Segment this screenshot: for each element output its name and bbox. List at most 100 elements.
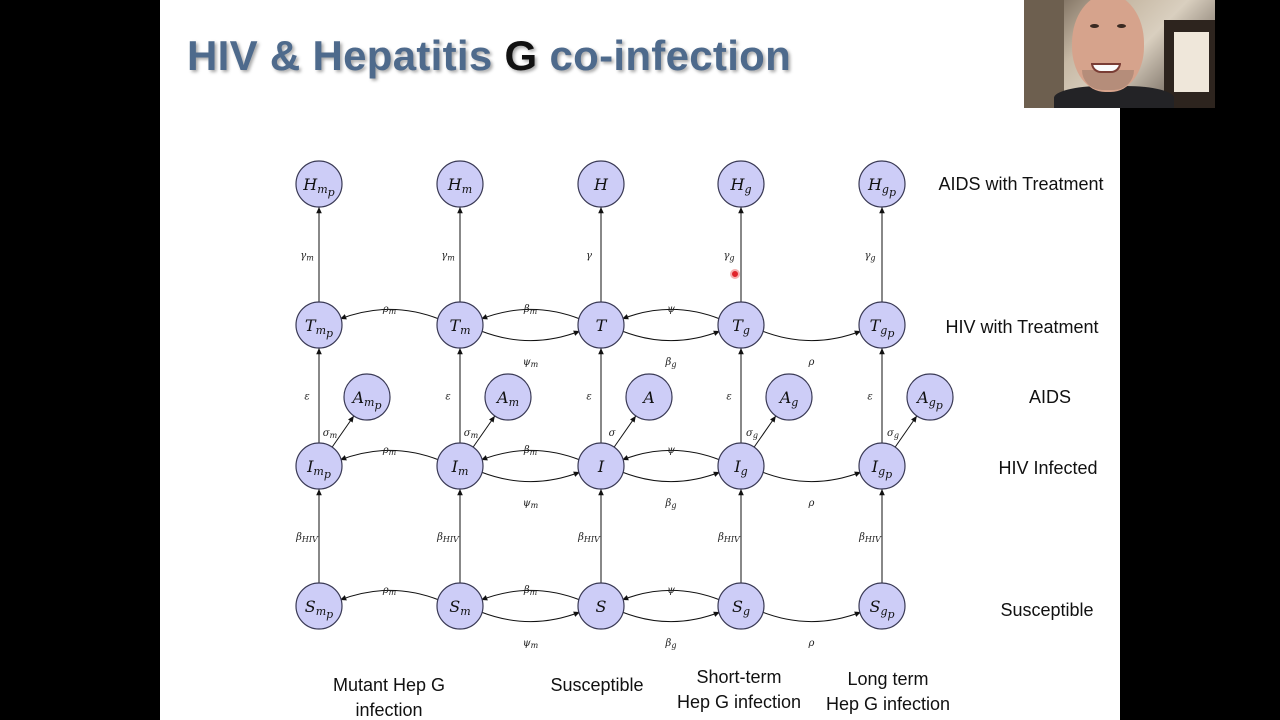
row-label-hiv-infected: HIV Infected	[998, 458, 1097, 478]
node-Sg: Sg	[717, 582, 765, 630]
edge-Sg-to-S: ψ	[621, 585, 721, 601]
slide-title: HIV & Hepatitis G co-infection	[187, 32, 791, 80]
edge-Tg-to-T: ψ	[621, 304, 721, 320]
title-text-1: HIV & Hepatitis	[187, 32, 505, 79]
slide: HIV & Hepatitis G co-infection γm γm γ γg γg…	[160, 0, 1120, 720]
edge-Tg-to-Hg: γg	[723, 207, 744, 302]
edge-arrow	[621, 449, 721, 461]
node-Hm: Hm	[436, 160, 484, 208]
node-circle	[436, 301, 484, 349]
edge-arrow	[480, 611, 581, 623]
edge-arrow	[621, 471, 721, 483]
edge-arrow	[894, 415, 918, 448]
node-circle	[295, 160, 343, 208]
edge-I-to-T: ε	[586, 348, 604, 443]
edge-rate-label: ψ	[667, 445, 675, 456]
edge-rate-label: βm	[523, 445, 538, 457]
edge-Tmp-to-Hmp: γm	[300, 207, 322, 302]
edge-Sm-to-Im: βHIV	[436, 489, 463, 583]
edge-arrow	[339, 308, 440, 320]
node-Imp: Imp	[295, 442, 343, 490]
edge-I-to-A: σ	[609, 415, 637, 448]
edge-rate-label: ρm	[382, 304, 397, 316]
node-Hmp: Hmp	[295, 160, 343, 208]
node-circle	[858, 442, 906, 490]
edge-Imp-to-Amp: σm	[323, 415, 355, 448]
edge-I-to-Im: βm	[480, 445, 581, 461]
edge-Tm-to-Hm: γm	[441, 207, 463, 302]
edge-Tg-to-Tgp: ρ	[761, 330, 862, 368]
edge-rate-label: βg	[665, 638, 677, 650]
edge-Im-to-Am: σm	[464, 415, 496, 448]
node-Igp: Igp	[858, 442, 906, 490]
edge-Ig-to-Ag: σg	[746, 415, 777, 448]
col-label-short-term-1: Short-term	[696, 667, 781, 687]
node-circle	[906, 373, 954, 421]
edge-T-to-H: γ	[586, 207, 604, 302]
webcam-eye	[1090, 24, 1099, 28]
row-label-aids-with-treatment: AIDS with Treatment	[938, 174, 1103, 194]
edge-Tgp-to-Hgp: γg	[864, 207, 885, 302]
edge-rate-label: ε	[445, 392, 450, 403]
node-circle	[717, 582, 765, 630]
edge-arrow	[621, 308, 721, 320]
edge-rate-label: ρ	[808, 498, 815, 509]
node-circle	[295, 301, 343, 349]
webcam-beard	[1082, 70, 1134, 90]
node-Smp: Smp	[295, 582, 343, 630]
edge-rate-label: σm	[323, 428, 338, 440]
node-Sgp: Sgp	[858, 582, 906, 630]
presenter-webcam	[1024, 0, 1215, 108]
node-I: I	[577, 442, 625, 490]
edge-rate-label: βg	[665, 357, 677, 369]
edge-arrow	[621, 330, 721, 342]
edge-rate-label: ε	[726, 392, 731, 403]
edge-arrow	[761, 471, 862, 483]
col-label-susceptible: Susceptible	[550, 675, 643, 695]
edge-arrow	[339, 449, 440, 461]
edge-arrow	[480, 471, 581, 483]
row-label-aids: AIDS	[1029, 387, 1071, 407]
edge-rate-label: σ	[609, 428, 617, 439]
edge-rate-label: ψ	[667, 304, 675, 315]
node-circle	[858, 301, 906, 349]
edge-Ig-to-I: ψ	[621, 445, 721, 461]
node-circle	[717, 160, 765, 208]
node-circle	[625, 373, 673, 421]
edge-rate-label: βHIV	[717, 532, 741, 544]
node-Tmp: Tmp	[295, 301, 343, 349]
edge-rate-label: ε	[586, 392, 591, 403]
node-circle	[436, 442, 484, 490]
node-Ag: Ag	[765, 373, 813, 421]
edge-rate-label: ε	[867, 392, 872, 403]
edge-Tm-to-T: ψm	[480, 330, 581, 369]
node-A: A	[625, 373, 673, 421]
edge-Sg-to-Sgp: ρ	[761, 611, 862, 649]
edge-arrow	[621, 589, 721, 601]
edge-Igp-to-Tgp: ε	[867, 348, 885, 443]
edge-Im-to-I: ψm	[480, 471, 581, 510]
edge-Sg-to-Ig: βHIV	[717, 489, 744, 583]
node-circle	[577, 582, 625, 630]
edge-arrow	[761, 330, 862, 342]
node-circle	[436, 160, 484, 208]
edge-T-to-Tm: βm	[480, 304, 581, 320]
edge-S-to-I: βHIV	[577, 489, 604, 583]
edge-arrow	[480, 589, 581, 601]
edge-I-to-Ig: βg	[621, 471, 721, 510]
edge-rate-label: ψm	[523, 357, 539, 369]
node-circle	[717, 301, 765, 349]
edge-rate-label: ε	[304, 392, 309, 403]
edge-rate-label: ψm	[523, 638, 539, 650]
row-label-susceptible: Susceptible	[1000, 600, 1093, 620]
node-Am: Am	[484, 373, 532, 421]
edge-rate-label: ψm	[523, 498, 539, 510]
col-label-mutant-2: infection	[355, 700, 422, 720]
node-circle	[765, 373, 813, 421]
laser-pointer-dot	[730, 269, 740, 279]
edge-arrow	[480, 449, 581, 461]
node-circle	[858, 582, 906, 630]
node-circle	[577, 442, 625, 490]
col-label-long-term-1: Long term	[847, 669, 928, 689]
